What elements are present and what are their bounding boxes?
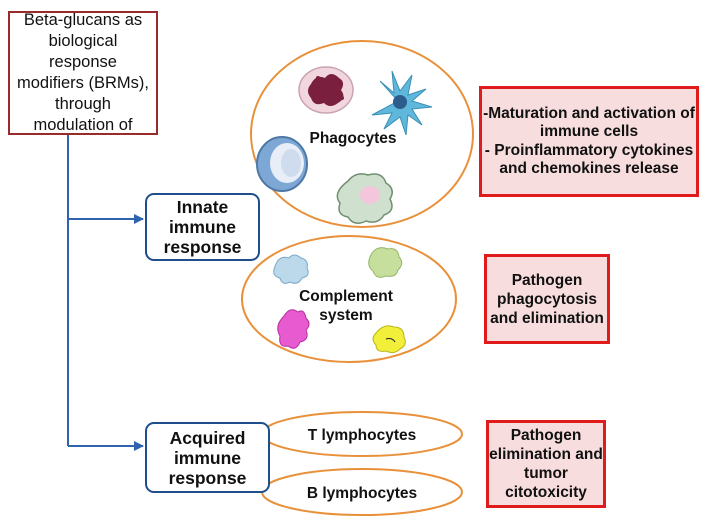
complement-outcome-text: Pathogen phagocytosis and elimination (490, 271, 604, 327)
dendritic-cell-icon (371, 70, 433, 136)
monocyte-icon (256, 136, 308, 192)
phagocytes-outcome-text: -Maturation and activation of immune cel… (483, 104, 695, 178)
acquired-response-box: Acquired immune response (145, 422, 270, 493)
acquired-outcome-box: Pathogen elimination and tumor citotoxic… (486, 420, 606, 508)
beta-glucans-box: Beta-glucans as biological response modi… (8, 11, 158, 135)
innate-response-label: Innate immune response (163, 197, 242, 257)
macrophage-icon (336, 173, 393, 224)
t-lymphocytes-label: T lymphocytes (307, 427, 417, 444)
b-lymphocytes-label: B lymphocytes (306, 485, 418, 502)
complement-outcome-box: Pathogen phagocytosis and elimination (484, 254, 610, 344)
neutrophil-icon (298, 66, 354, 114)
phagocytes-label: Phagocytes (309, 130, 397, 147)
complement-system-label: Complement system (299, 288, 393, 324)
innate-response-box: Innate immune response (145, 193, 260, 261)
beta-glucans-text: Beta-glucans as biological response modi… (16, 11, 149, 134)
phagocytes-outcome-box: -Maturation and activation of immune cel… (479, 86, 699, 197)
acquired-response-label: Acquired immune response (168, 427, 247, 488)
acquired-outcome-text: Pathogen elimination and tumor citotoxic… (489, 427, 603, 501)
complement-protein-icon (273, 247, 406, 354)
